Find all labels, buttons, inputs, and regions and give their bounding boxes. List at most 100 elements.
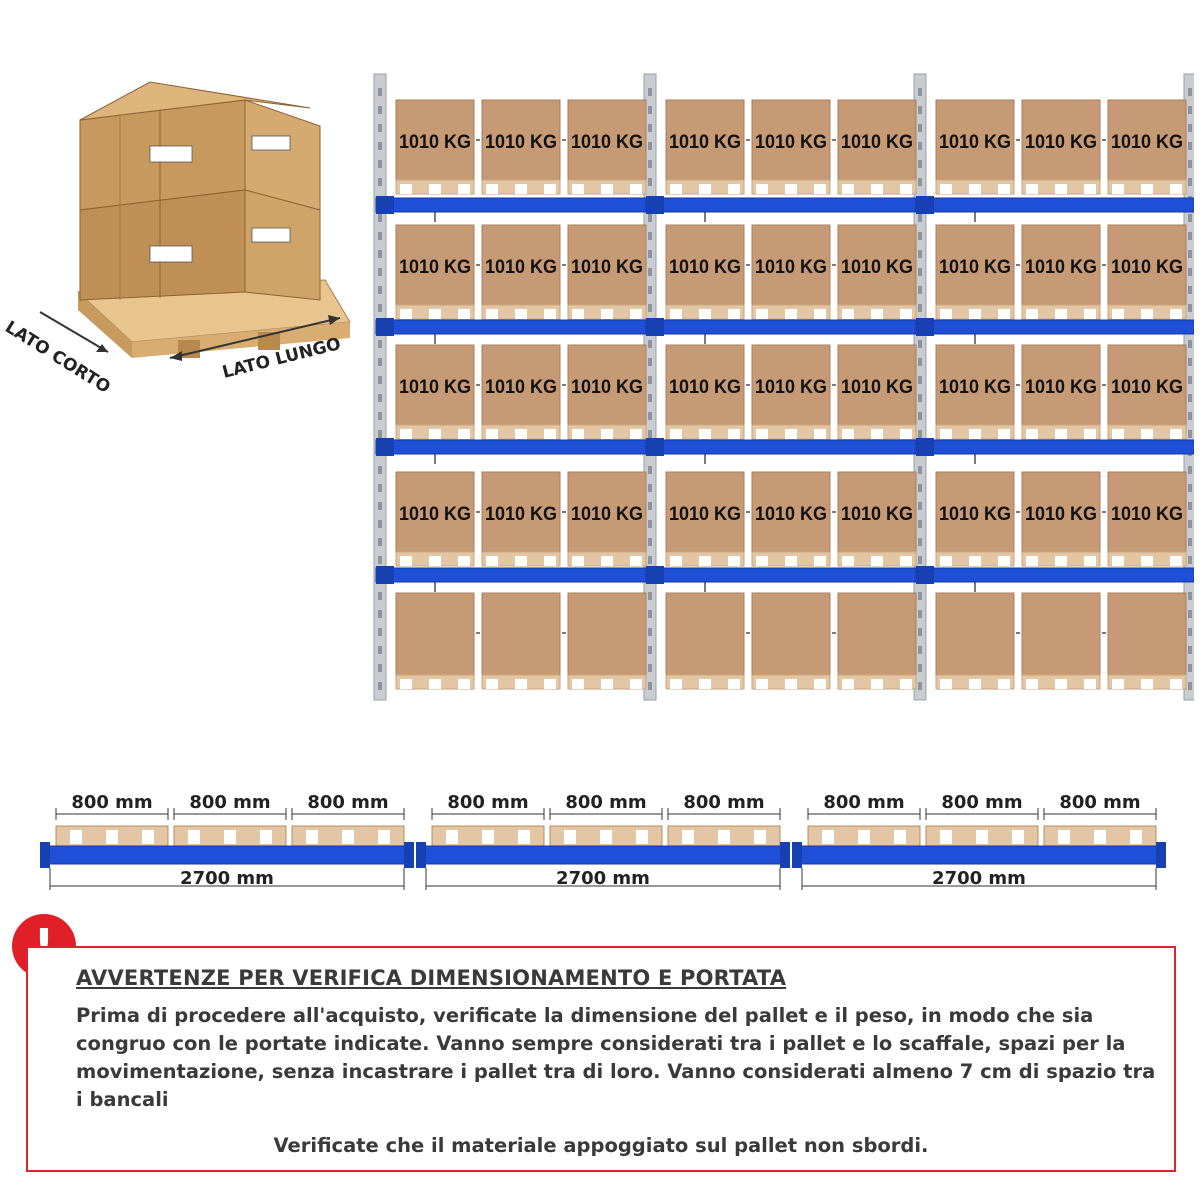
upright-slot [918, 88, 922, 96]
cargo-box [567, 99, 647, 181]
pallet-gap [842, 184, 854, 194]
upright-slot [378, 520, 382, 528]
pallet-gap [486, 309, 498, 319]
pallet-gap [564, 830, 576, 844]
upright-slot [378, 376, 382, 384]
rack-beam [375, 567, 655, 583]
beam-length-label: 2700 mm [556, 868, 650, 889]
upright-slot [1188, 664, 1192, 672]
upright-slot [1188, 556, 1192, 564]
upright-slot [1188, 682, 1192, 690]
cargo-box [1107, 99, 1187, 181]
cargo-box [665, 592, 745, 676]
upright-slot [918, 376, 922, 384]
cargo-box [395, 224, 475, 306]
load-label: 1010 KG [485, 257, 557, 278]
load-label: 1010 KG [755, 257, 827, 278]
load-label: 1010 KG [1025, 257, 1097, 278]
load-label: 1010 KG [939, 257, 1011, 278]
upright-slot [648, 268, 652, 276]
pallet-gap [670, 679, 682, 689]
load-label: 1010 KG [1025, 132, 1097, 153]
pallet-gap [822, 830, 834, 844]
cargo-box [567, 344, 647, 426]
pallet-gap [756, 184, 768, 194]
pallet-gap [544, 184, 556, 194]
cargo-box [751, 99, 831, 181]
cargo-box [481, 471, 561, 553]
pallet-gap [486, 184, 498, 194]
pallet-gap [1094, 830, 1106, 844]
pallet-width-label: 800 mm [71, 792, 152, 813]
upright-slot [648, 430, 652, 438]
upright-slot [648, 376, 652, 384]
pallet-gap [1141, 184, 1153, 194]
pallet-gap [969, 556, 981, 566]
upright-slot [378, 646, 382, 654]
upright-slot [1188, 412, 1192, 420]
beam-end [780, 842, 790, 868]
upright-slot [1188, 124, 1192, 132]
pallet-gap [814, 184, 826, 194]
pallet-gap [858, 830, 870, 844]
upright-slot [378, 88, 382, 96]
pallet-gap [871, 184, 883, 194]
upright-slot [1188, 160, 1192, 168]
rack-beam [915, 439, 1194, 455]
upright-slot [648, 178, 652, 186]
pallet-gap [429, 429, 441, 439]
pallet-gap [1170, 184, 1182, 194]
pallet-gap [1026, 429, 1038, 439]
pallet-gap [70, 830, 82, 844]
rack-beam [645, 197, 925, 213]
pallet-gap [871, 309, 883, 319]
upright-slot [918, 556, 922, 564]
upright-slot [378, 664, 382, 672]
upright-post [373, 73, 387, 701]
pallet-gap [940, 184, 952, 194]
pallet-gap [572, 556, 584, 566]
upright-slot [648, 502, 652, 510]
pallet-gap [842, 429, 854, 439]
upright-slot [1188, 268, 1192, 276]
upright-slot [378, 106, 382, 114]
rack-beam [645, 319, 925, 335]
pallet-gap [142, 830, 154, 844]
pallet-gap [1084, 679, 1096, 689]
pallet-gap [1141, 429, 1153, 439]
pallet-gap [842, 309, 854, 319]
upright-slot [648, 232, 652, 240]
pallet-gap [515, 556, 527, 566]
beam-connector [646, 438, 664, 456]
upright-slot [1188, 340, 1192, 348]
beam-end [404, 842, 414, 868]
upright-slot [378, 412, 382, 420]
upright-slot [648, 664, 652, 672]
pallet-gap [260, 830, 272, 844]
upright-slot [918, 286, 922, 294]
pallet-gap [458, 679, 470, 689]
rack-beam [645, 567, 925, 583]
upright-slot [378, 142, 382, 150]
upright-slot [378, 466, 382, 474]
beam-connector [646, 196, 664, 214]
pallet-gap [998, 184, 1010, 194]
pallet-gap [699, 429, 711, 439]
upright-slot [918, 142, 922, 150]
beam-connector [376, 318, 394, 336]
pallet-gap [682, 830, 694, 844]
cargo-box [837, 471, 917, 553]
cargo-box [1021, 344, 1101, 426]
upright-slot [648, 124, 652, 132]
pallet-gap [1084, 309, 1096, 319]
pallet-gap [1055, 184, 1067, 194]
pallet-gap [1170, 429, 1182, 439]
pallet-gap [601, 184, 613, 194]
upright-slot [378, 214, 382, 222]
pallet-gap [1026, 679, 1038, 689]
pallet-gap [998, 556, 1010, 566]
pallet-gap [728, 679, 740, 689]
pallet-gap [1141, 309, 1153, 319]
